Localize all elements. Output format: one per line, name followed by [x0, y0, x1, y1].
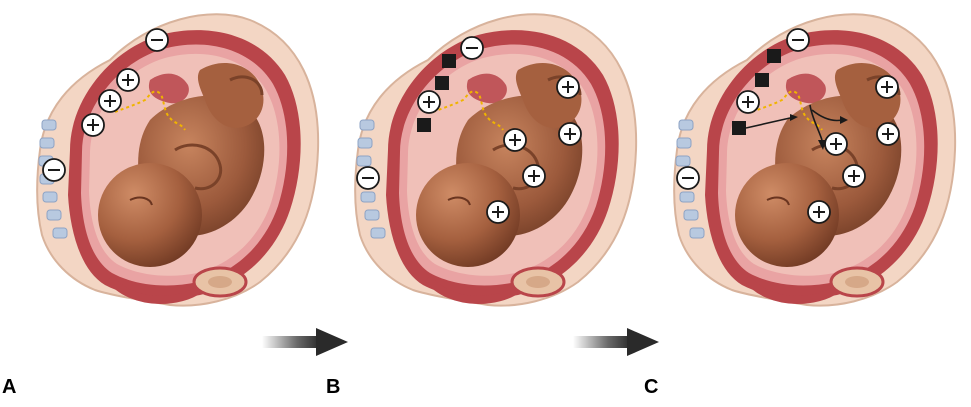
block-icon: [442, 54, 456, 68]
plus-icon: [418, 91, 440, 113]
panel-c: [674, 14, 955, 305]
panel-a: [37, 14, 318, 305]
plus-icon: [737, 91, 759, 113]
minus-icon: [787, 29, 809, 51]
minus-icon: [461, 37, 483, 59]
plus-icon: [843, 165, 865, 187]
plus-icon: [82, 114, 104, 136]
plus-icon: [504, 129, 526, 151]
panel-label-c: C: [644, 376, 658, 399]
minus-icon: [146, 29, 168, 51]
plus-icon: [808, 201, 830, 223]
plus-icon: [487, 201, 509, 223]
block-icon: [767, 49, 781, 63]
minus-icon: [357, 167, 379, 189]
plus-icon: [523, 165, 545, 187]
minus-icon: [677, 167, 699, 189]
block-icon: [732, 121, 746, 135]
plus-icon: [557, 76, 579, 98]
plus-icon: [559, 123, 581, 145]
progress-arrow-1: [262, 328, 348, 356]
block-icon: [755, 73, 769, 87]
plus-icon: [825, 133, 847, 155]
progress-arrow-2: [573, 328, 659, 356]
plus-icon: [876, 76, 898, 98]
panel-label-b: B: [326, 376, 340, 399]
panel-label-a: A: [2, 376, 16, 399]
block-icon: [417, 118, 431, 132]
plus-icon: [117, 69, 139, 91]
block-icon: [435, 76, 449, 90]
plus-icon: [99, 90, 121, 112]
minus-icon: [43, 159, 65, 181]
plus-icon: [877, 123, 899, 145]
panel-b: [355, 14, 636, 305]
